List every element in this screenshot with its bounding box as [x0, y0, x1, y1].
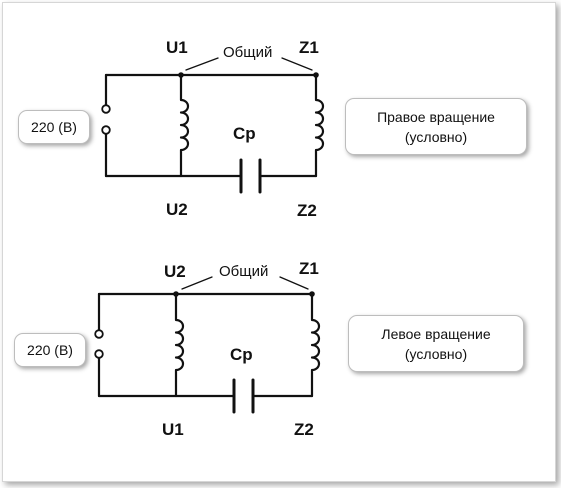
label-top-right: Z1: [299, 38, 319, 57]
diagram-frame: [2, 2, 556, 482]
winding-z1-z2: [310, 292, 321, 398]
junction-dot: [313, 72, 319, 78]
label-bottom-right: Z2: [297, 201, 317, 220]
winding-u1-u2: [179, 73, 190, 178]
label-capacitor: Cp: [233, 124, 256, 143]
circuit-left-rotation: [97, 276, 321, 414]
terminal: [94, 349, 104, 359]
circuit-right-rotation: [104, 57, 325, 194]
capacitor-plates: [232, 378, 255, 414]
winding-u2-u1: [174, 292, 185, 398]
terminal: [101, 104, 111, 114]
voltage-label: 220 (В): [31, 119, 77, 135]
junction-dot: [178, 72, 184, 78]
voltage-label: 220 (В): [27, 342, 73, 358]
common-brace: [181, 276, 309, 290]
label-common: Общий: [223, 44, 272, 61]
rotation-direction-box: Правое вращение (условно): [345, 98, 527, 155]
label-top-right: Z1: [299, 259, 319, 278]
winding-z1-z2: [314, 73, 325, 178]
label-bottom-left: U1: [162, 420, 184, 439]
label-bottom-right: Z2: [294, 420, 314, 439]
direction-line-2: (условно): [404, 128, 468, 145]
junction-dot: [173, 291, 179, 297]
direction-line-1: Правое вращение: [377, 108, 495, 125]
label-top-left: U2: [164, 262, 186, 281]
direction-line-1: Левое вращение: [381, 325, 491, 342]
label-common: Общий: [219, 263, 268, 280]
label-capacitor: Cp: [230, 345, 253, 364]
terminal: [94, 329, 104, 339]
capacitor-plates: [239, 158, 262, 194]
label-bottom-left: U2: [166, 200, 188, 219]
direction-line-2: (условно): [404, 345, 468, 362]
common-brace: [185, 57, 313, 71]
rotation-direction-box: Левое вращение (условно): [348, 315, 524, 372]
voltage-box: 220 (В): [18, 110, 90, 144]
label-top-left: U1: [166, 38, 188, 57]
voltage-box: 220 (В): [14, 333, 86, 367]
terminal: [101, 125, 111, 135]
junction-dot: [309, 291, 315, 297]
